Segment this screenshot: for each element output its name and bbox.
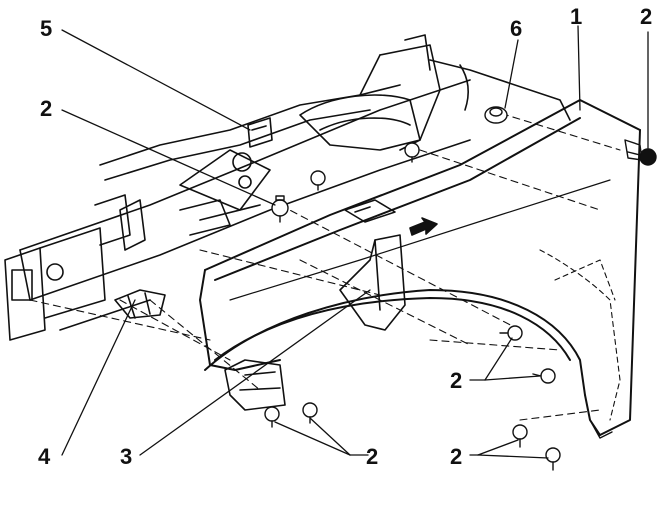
callout-6: 6 — [510, 16, 523, 41]
callout-3: 3 — [120, 444, 133, 469]
callout-2-left: 2 — [40, 96, 53, 121]
bolt-bottom-right-a — [512, 424, 528, 448]
bolt-left-c — [404, 142, 420, 163]
callout-2-bottom-center: 2 — [366, 444, 379, 469]
bolt-right-a — [499, 325, 523, 341]
direction-arrow — [409, 217, 438, 236]
fender-support-bracket — [339, 199, 406, 331]
callout-2-right-middle: 2 — [450, 368, 463, 393]
bolt-left-a — [271, 195, 289, 223]
bolt-top-right — [627, 148, 657, 166]
callout-1: 1 — [570, 4, 583, 29]
bolt-bottom-b — [302, 402, 318, 424]
callout-5: 5 — [40, 16, 53, 41]
callout-4: 4 — [38, 444, 51, 469]
bolts — [264, 106, 657, 471]
leader-lines — [61, 25, 649, 459]
bolt-bottom-right-b — [545, 447, 561, 471]
alignment-lines — [29, 109, 621, 421]
nut-item-6 — [484, 106, 508, 124]
bolt-bottom-a — [264, 406, 280, 428]
lower-front-bracket — [224, 359, 286, 411]
bolt-left-b — [310, 170, 326, 191]
callout-2-top-right: 2 — [640, 4, 653, 29]
callout-2-bottom-right: 2 — [450, 444, 463, 469]
front-body-structure — [4, 34, 571, 341]
